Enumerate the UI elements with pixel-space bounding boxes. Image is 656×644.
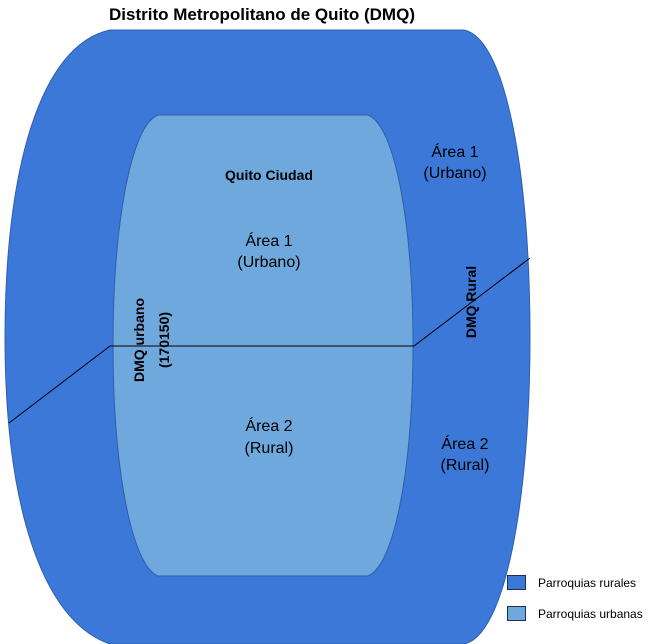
urban-vertical-label: DMQ urbano (170150) [131,298,172,382]
outer-area2-type: (Rural) [441,457,490,474]
outer-area1-name: Área 1 [431,142,478,161]
legend-item-urban: Parroquias urbanas [507,606,643,621]
urban-vertical-label-line1: DMQ urbano [131,298,147,382]
inner-area2-name: Área 2 [245,416,292,435]
inner-title: Quito Ciudad [225,167,313,183]
inner-area2-type: (Rural) [245,440,294,457]
outer-area1-type: (Urbano) [423,165,486,182]
inner-area1-name: Área 1 [245,231,292,250]
rural-vertical-label: DMQ Rural [463,266,479,338]
divider-line [8,257,531,424]
inner-area1-type: (Urbano) [237,254,300,271]
rural-vertical-label-group: DMQ Rural [463,266,479,338]
legend-item-rural: Parroquias rurales [507,575,636,590]
legend-swatch-rural [507,575,526,590]
legend-label-urban: Parroquias urbanas [538,606,643,621]
urban-vertical-label-line2: (170150) [156,312,172,368]
legend-swatch-urban [507,606,526,621]
outer-area2-name: Área 2 [441,434,488,453]
legend-label-rural: Parroquias rurales [538,575,637,590]
diagram-title: Distrito Metropolitano de Quito (DMQ) [109,5,415,24]
